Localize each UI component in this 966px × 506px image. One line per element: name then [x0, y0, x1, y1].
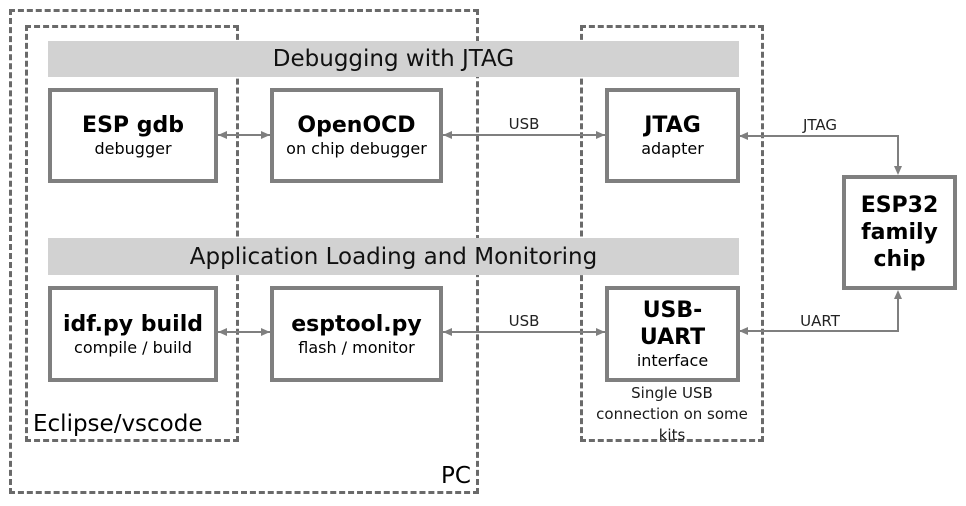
node-usb-uart-subtitle: interface — [636, 351, 709, 370]
arrowhead-left-icon — [443, 131, 452, 139]
pc-group-label: PC — [441, 463, 471, 489]
arrowhead-down-icon — [894, 166, 902, 175]
node-esp-gdb-title: ESP gdb — [82, 113, 184, 138]
edge-label-usb-bottom: USB — [508, 312, 540, 330]
devkit-note: Single USB connection on some kits — [596, 384, 748, 444]
eclipse-vscode-group-label: Eclipse/vscode — [33, 411, 203, 437]
section-title-debugging: Debugging with JTAG — [272, 46, 515, 72]
node-jtag-adapter-title: JTAG — [644, 113, 701, 138]
node-jtag-adapter-subtitle: adapter — [641, 139, 704, 158]
node-idf-build-subtitle: compile / build — [74, 337, 192, 357]
section-bar-debugging: Debugging with JTAG — [48, 41, 739, 77]
node-openocd: OpenOCD on chip debugger — [270, 88, 443, 183]
node-esptool: esptool.py flash / monitor — [270, 286, 443, 382]
arrowhead-left-icon — [443, 328, 452, 336]
arrowhead-left-icon — [739, 327, 748, 335]
edge-label-usb-top: USB — [508, 115, 540, 133]
node-esp-gdb-subtitle: debugger — [94, 139, 172, 158]
node-usb-uart: USB-UART interface — [605, 286, 740, 382]
arrowhead-left-icon — [218, 131, 227, 139]
link-gdb-openocd-line — [218, 134, 270, 136]
node-openocd-subtitle: on chip debugger — [286, 139, 427, 158]
arrowhead-right-icon — [596, 131, 605, 139]
node-esptool-title: esptool.py — [291, 311, 422, 337]
node-esp32-chip-title: ESP32 family chip — [860, 193, 939, 272]
link-jtag-horizontal-line — [739, 135, 899, 137]
node-esp32-chip: ESP32 family chip — [842, 175, 957, 290]
edge-label-jtag: JTAG — [802, 116, 838, 134]
node-esptool-subtitle: flash / monitor — [298, 337, 415, 357]
link-jtag-vertical-line — [897, 135, 899, 168]
arrowhead-right-icon — [596, 328, 605, 336]
arrowhead-up-icon — [894, 290, 902, 299]
arrowhead-right-icon — [261, 131, 270, 139]
link-openocd-jtagadapter-line — [443, 134, 605, 136]
devkit-group-box — [580, 25, 764, 442]
arrowhead-left-icon — [218, 328, 227, 336]
node-jtag-adapter: JTAG adapter — [605, 88, 740, 183]
node-esp-gdb: ESP gdb debugger — [48, 88, 218, 183]
link-uart-horizontal-line — [739, 330, 899, 332]
arrowhead-right-icon — [261, 328, 270, 336]
link-idf-esptool-line — [218, 331, 270, 333]
node-openocd-title: OpenOCD — [297, 113, 416, 138]
eclipse-vscode-group-box — [25, 25, 239, 442]
edge-label-uart: UART — [800, 312, 840, 330]
node-idf-build: idf.py build compile / build — [48, 286, 218, 382]
section-bar-loading: Application Loading and Monitoring — [48, 238, 739, 275]
link-uart-vertical-line — [897, 297, 899, 332]
arrowhead-left-icon — [739, 132, 748, 140]
section-title-loading: Application Loading and Monitoring — [189, 243, 598, 270]
node-usb-uart-title: USB-UART — [639, 298, 706, 350]
link-esptool-usbuart-line — [443, 331, 605, 333]
node-idf-build-title: idf.py build — [62, 311, 203, 337]
